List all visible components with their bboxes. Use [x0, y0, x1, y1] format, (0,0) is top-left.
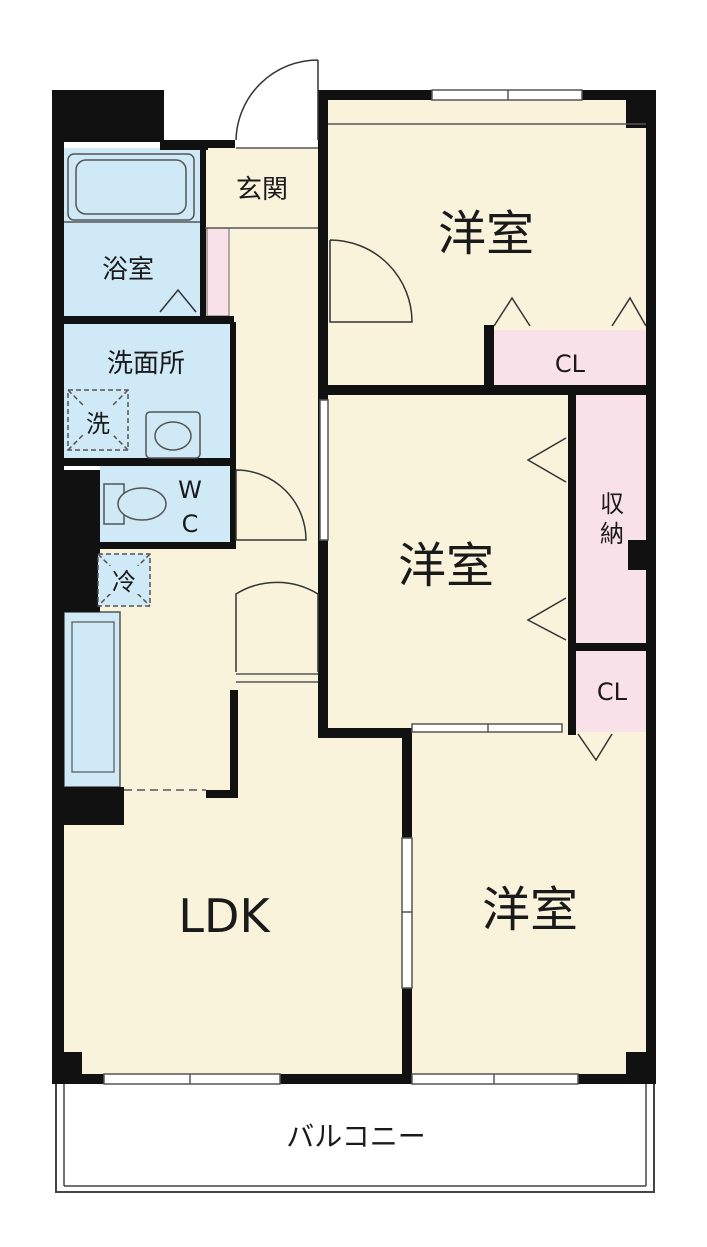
- washbasin-bowl: [154, 421, 192, 451]
- wall-kitchen-bottom-stub: [206, 790, 236, 798]
- kitchen-sink: [71, 621, 115, 773]
- wall-room-mid-bottom: [318, 728, 412, 738]
- door-ldk: [235, 581, 319, 672]
- label-wc-w: W: [178, 476, 202, 504]
- wall-closet-top-left: [484, 325, 494, 390]
- wall-storage-bottom: [568, 643, 656, 651]
- entrance-shoe-cabinet: [206, 227, 230, 317]
- label-closet-middle: CL: [597, 678, 628, 706]
- wall-entrance-top: [205, 140, 235, 148]
- label-fridge: 冷: [112, 568, 136, 596]
- wall-block-top-left: [52, 90, 164, 142]
- room-bottom-floor: [408, 730, 650, 1078]
- label-washroom: 洗面所: [107, 349, 185, 379]
- wall-kitchen-right: [230, 690, 238, 798]
- wall-bath-top: [160, 140, 208, 150]
- wall-pillar-right: [628, 540, 656, 570]
- wall-left-lower: [52, 612, 64, 1082]
- label-storage: 収納: [600, 490, 624, 548]
- wall-wc-bottom: [96, 542, 236, 549]
- closet-middle-doors: [577, 733, 613, 762]
- slider-hall-room: [319, 399, 329, 541]
- label-room-middle: 洋室: [398, 538, 494, 594]
- label-wc-c: C: [182, 510, 199, 538]
- label-ldk: LDK: [178, 889, 271, 943]
- wall-left-upper: [52, 90, 64, 470]
- thin-lines: [124, 123, 646, 791]
- balcony-area: [55, 1081, 655, 1193]
- wall-wash-bottom: [62, 458, 236, 466]
- slider-ldk-room: [401, 837, 413, 989]
- windows: [103, 89, 583, 1085]
- room-middle-floor: [325, 393, 575, 730]
- wall-wash-right: [230, 322, 236, 466]
- door-room-top: [329, 239, 413, 323]
- door-slider-room-mid: [411, 723, 563, 733]
- label-entrance: 玄関: [236, 175, 288, 205]
- label-closet-top: CL: [555, 350, 586, 378]
- closet-top-doors-left: [493, 296, 531, 327]
- door-bath: [159, 288, 197, 313]
- label-room-bottom: 洋室: [482, 882, 578, 938]
- window-room-top: [431, 89, 583, 101]
- window-room-bottom: [411, 1073, 579, 1085]
- label-bath: 浴室: [102, 255, 154, 285]
- storage-doors-lower: [526, 597, 567, 641]
- window-ldk: [103, 1073, 281, 1085]
- wall-bottom: [52, 1074, 656, 1084]
- label-storage-text-2: 納: [600, 520, 624, 548]
- wall-wc-right: [230, 466, 236, 548]
- bathtub-inner: [75, 159, 187, 215]
- label-balcony: バルコニー: [286, 1120, 425, 1153]
- labels: 玄関 浴室 洗面所 洗 W C 冷 洋室 CL 洋室 収納 CL LDK 洋室 …: [84, 175, 628, 1153]
- wall-right: [646, 90, 656, 1082]
- wall-pillar-kitchen: [60, 787, 124, 825]
- storage-fill: [575, 395, 650, 643]
- closet-top-doors-right: [611, 296, 647, 327]
- closet-middle-fill: [575, 650, 650, 732]
- wall-room-top-left: [318, 90, 328, 390]
- wall-bath-bottom: [62, 316, 234, 324]
- label-room-top: 洋室: [438, 206, 534, 262]
- door-wc: [235, 469, 307, 541]
- front-door: [235, 59, 319, 141]
- wall-room-mid-left: [318, 390, 328, 735]
- label-storage-text: 収: [600, 490, 624, 518]
- wall-left-pillar: [52, 470, 100, 612]
- wall-storage-left: [568, 395, 576, 735]
- toilet-bowl: [117, 487, 167, 521]
- closet-top-fill: [492, 330, 650, 387]
- doors: [159, 59, 647, 762]
- wall-bath-right: [200, 148, 206, 318]
- storage-doors-upper: [526, 437, 567, 483]
- label-washer: 洗: [86, 410, 110, 438]
